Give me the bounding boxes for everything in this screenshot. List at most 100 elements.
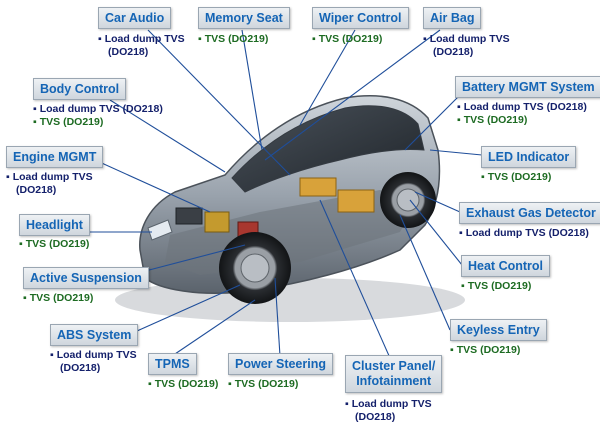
square-bullet-icon: ▪ (148, 378, 152, 390)
square-bullet-icon: ▪ (198, 33, 202, 45)
air-bag-label: Air Bag (423, 7, 482, 29)
leader-tpms (171, 299, 256, 357)
spec-line: (DO218) (355, 411, 396, 423)
spec-line: TVS (DO219) (29, 292, 94, 304)
square-bullet-icon: ▪ (312, 33, 316, 45)
spec-line: Load dump TVS (12, 171, 93, 183)
car-audio-spec: ▪Load dump TVS (DO218) (98, 33, 185, 59)
memory-seat-spec: ▪TVS (DO219) (198, 33, 268, 46)
square-bullet-icon: ▪ (345, 398, 349, 410)
square-bullet-icon: ▪ (6, 171, 10, 183)
body-control-spec: ▪Load dump TVS (DO218) ▪TVS (DO219) (33, 103, 163, 129)
engine-mgmt-spec: ▪Load dump TVS (DO218) (6, 171, 93, 197)
spec-line: Load dump TVS (429, 33, 510, 45)
leader-exhaust-gas (414, 191, 461, 213)
spec-line: TVS (DO219) (467, 280, 532, 292)
spec-line: (DO218) (433, 46, 474, 58)
engine-mgmt-label: Engine MGMT (6, 146, 104, 168)
cluster-panel-title-line2: Infotainment (356, 374, 432, 388)
exhaust-gas-spec: ▪Load dump TVS (DO218) (459, 227, 589, 240)
spec-line: TVS (DO219) (39, 116, 104, 128)
abs-system-spec: ▪Load dump TVS (DO218) (50, 349, 137, 375)
leader-lines (85, 29, 483, 359)
keyless-entry-spec: ▪TVS (DO219) (450, 344, 520, 357)
leader-wiper-control (299, 29, 356, 126)
square-bullet-icon: ▪ (19, 238, 23, 250)
leader-active-suspension (129, 244, 246, 276)
leader-air-bag (264, 29, 441, 161)
cluster-panel-title-line1: Cluster Panel/ (352, 359, 436, 373)
leader-heat-control (409, 199, 463, 266)
spec-line: TVS (DO219) (318, 33, 383, 45)
power-steering-spec: ▪TVS (DO219) (228, 378, 298, 391)
square-bullet-icon: ▪ (50, 349, 54, 361)
headlight-spec: ▪TVS (DO219) (19, 238, 89, 251)
leader-led-indicator (429, 149, 483, 156)
tpms-label: TPMS (148, 353, 197, 375)
wiper-control-label: Wiper Control (312, 7, 409, 29)
square-bullet-icon: ▪ (33, 116, 37, 128)
spec-line: Load dump TVS (56, 349, 137, 361)
square-bullet-icon: ▪ (228, 378, 232, 390)
spec-line: (DO218) (108, 46, 149, 58)
leader-cluster-panel (319, 199, 391, 359)
front-hub-icon (240, 253, 270, 283)
keyless-entry-label: Keyless Entry (450, 319, 547, 341)
headlight-label: Headlight (19, 214, 90, 236)
leader-power-steering (274, 277, 281, 357)
square-bullet-icon: ▪ (450, 344, 454, 356)
leader-body-control (109, 99, 226, 173)
cluster-panel-label: Cluster Panel/ Infotainment (345, 355, 443, 393)
square-bullet-icon: ▪ (23, 292, 27, 304)
spec-line: TVS (DO219) (463, 114, 528, 126)
square-bullet-icon: ▪ (461, 280, 465, 292)
battery-pack-icon (337, 189, 375, 213)
square-bullet-icon: ▪ (481, 171, 485, 183)
leader-battery-mgmt (404, 94, 461, 151)
spec-line: (DO218) (16, 184, 57, 196)
spec-line: Load dump TVS (351, 398, 432, 410)
tpms-spec: ▪TVS (DO219) (148, 378, 218, 391)
battery-pack-icon (299, 177, 337, 197)
square-bullet-icon: ▪ (98, 33, 102, 45)
spec-line: Load dump TVS (104, 33, 185, 45)
square-bullet-icon: ▪ (459, 227, 463, 239)
spec-line: Load dump TVS (DO218) (465, 227, 589, 239)
spec-line: TVS (DO219) (487, 171, 552, 183)
body-control-label: Body Control (33, 78, 127, 100)
air-bag-spec: ▪Load dump TVS (DO218) (423, 33, 510, 59)
rear-hub-icon (396, 188, 420, 212)
battery-mgmt-spec: ▪Load dump TVS (DO218) ▪TVS (DO219) (457, 101, 587, 127)
leader-abs-system (127, 284, 241, 336)
leader-keyless-entry (399, 214, 451, 331)
active-suspension-spec: ▪TVS (DO219) (23, 292, 93, 305)
spec-line: TVS (DO219) (456, 344, 521, 356)
heat-control-label: Heat Control (461, 255, 550, 277)
leader-car-audio (147, 29, 291, 176)
square-bullet-icon: ▪ (457, 114, 461, 126)
spec-line: Load dump TVS (DO218) (463, 101, 587, 113)
heat-control-spec: ▪TVS (DO219) (461, 280, 531, 293)
engine-module-icon (175, 207, 203, 225)
headlight-lamp-icon (147, 219, 173, 241)
wiper-control-spec: ▪TVS (DO219) (312, 33, 382, 46)
exhaust-gas-label: Exhaust Gas Detector (459, 202, 600, 224)
spec-line: TVS (DO219) (25, 238, 90, 250)
battery-mgmt-label: Battery MGMT System (455, 76, 600, 98)
car-windows (231, 105, 425, 193)
spec-line: TVS (DO219) (204, 33, 269, 45)
led-indicator-spec: ▪TVS (DO219) (481, 171, 551, 184)
cluster-panel-spec: ▪Load dump TVS (DO218) (345, 398, 432, 424)
square-bullet-icon: ▪ (457, 101, 461, 113)
memory-seat-label: Memory Seat (198, 7, 290, 29)
car-audio-label: Car Audio (98, 7, 172, 29)
led-indicator-label: LED Indicator (481, 146, 577, 168)
square-bullet-icon: ▪ (423, 33, 427, 45)
abs-system-label: ABS System (50, 324, 139, 346)
leader-memory-seat (241, 29, 263, 151)
power-steering-label: Power Steering (228, 353, 333, 375)
spec-line: TVS (DO219) (234, 378, 299, 390)
engine-battery-icon (204, 211, 230, 233)
